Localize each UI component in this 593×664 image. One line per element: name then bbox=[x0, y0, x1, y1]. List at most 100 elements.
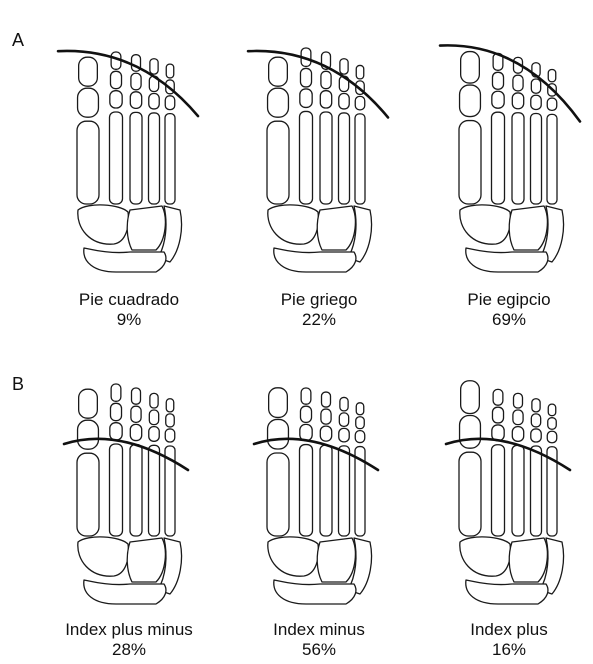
caption-name: Pie egipcio bbox=[424, 290, 593, 310]
phalanx-2-3 bbox=[301, 388, 311, 404]
phalanx-2-2 bbox=[110, 403, 121, 420]
phalanx-4-2 bbox=[531, 414, 540, 427]
metatarsal-4 bbox=[149, 113, 160, 204]
metatarsal-4 bbox=[149, 445, 160, 536]
metatarsal-5 bbox=[355, 114, 365, 204]
phalanx-2-1 bbox=[110, 91, 122, 108]
phalanx-3-1 bbox=[512, 427, 523, 442]
phalanx-1-2 bbox=[461, 381, 480, 414]
cuneiform-bones bbox=[509, 538, 547, 582]
phalanx-3-3 bbox=[322, 392, 331, 407]
metatarsal-4 bbox=[531, 113, 542, 204]
phalanx-3-1 bbox=[130, 424, 141, 440]
phalanx-1-1 bbox=[268, 419, 289, 449]
metatarsal-1 bbox=[459, 452, 481, 536]
caption-pie-cuadrado: Pie cuadrado 9% bbox=[44, 290, 214, 330]
foot-diagram-index-minus bbox=[260, 346, 380, 606]
navicular-bone bbox=[460, 537, 511, 576]
phalanx-5-1 bbox=[165, 429, 175, 442]
metatarsal-1 bbox=[459, 121, 481, 204]
caption-percent: 9% bbox=[44, 310, 214, 330]
phalanx-2-3 bbox=[111, 384, 121, 401]
phalanx-5-1 bbox=[547, 98, 557, 110]
navicular-bone bbox=[268, 537, 319, 576]
phalanx-3-2 bbox=[131, 406, 141, 422]
caption-name: Pie cuadrado bbox=[44, 290, 214, 310]
phalanx-4-2 bbox=[149, 410, 158, 425]
metatarsal-2 bbox=[110, 112, 123, 204]
phalanx-4-3 bbox=[150, 393, 158, 408]
phalanx-1-1 bbox=[268, 88, 289, 117]
metatarsal-2 bbox=[492, 112, 505, 204]
cuneiform-bones bbox=[509, 206, 547, 250]
navicular-bone bbox=[460, 205, 511, 244]
caption-index-plus-minus: Index plus minus 28% bbox=[44, 620, 214, 660]
foot-diagram-index-plus bbox=[452, 346, 572, 606]
metatarsal-2 bbox=[110, 444, 123, 536]
metatarsal-5 bbox=[547, 114, 557, 204]
phalanx-2-1 bbox=[300, 89, 312, 107]
phalanx-2-1 bbox=[492, 91, 504, 108]
phalanx-5-3 bbox=[166, 64, 174, 78]
phalanx-4-3 bbox=[340, 59, 348, 74]
phalanx-4-1 bbox=[339, 94, 349, 109]
foot-skeleton bbox=[260, 346, 380, 606]
metatarsal-2 bbox=[492, 445, 505, 536]
phalanx-1-2 bbox=[79, 57, 98, 86]
panel-label-a: A bbox=[12, 30, 24, 51]
metatarsal-2 bbox=[300, 445, 313, 536]
caption-name: Pie griego bbox=[234, 290, 404, 310]
foot-diagram-pie-griego bbox=[260, 14, 380, 274]
phalanx-2-2 bbox=[492, 407, 503, 423]
phalanx-2-2 bbox=[110, 71, 121, 88]
foot-skeleton bbox=[70, 14, 190, 274]
metatarsal-3 bbox=[512, 445, 524, 536]
phalanx-4-3 bbox=[150, 59, 158, 74]
phalanx-5-1 bbox=[165, 96, 175, 110]
phalanx-2-2 bbox=[300, 406, 311, 422]
hindfoot-bone bbox=[274, 248, 356, 272]
phalanx-3-2 bbox=[513, 410, 523, 425]
caption-index-plus: Index plus 16% bbox=[424, 620, 593, 660]
phalanx-1-1 bbox=[460, 415, 481, 448]
metatarsal-3 bbox=[130, 112, 142, 204]
phalanx-3-2 bbox=[321, 71, 331, 88]
navicular-bone bbox=[78, 537, 129, 576]
navicular-bone bbox=[268, 205, 319, 244]
phalanx-3-1 bbox=[512, 93, 523, 109]
phalanx-3-1 bbox=[320, 426, 331, 441]
metatarsal-1 bbox=[267, 453, 289, 536]
metatarsal-5 bbox=[165, 114, 175, 204]
metatarsal-4 bbox=[531, 446, 542, 536]
cuneiform-bones bbox=[127, 538, 165, 582]
phalanx-4-1 bbox=[149, 427, 159, 442]
foot-skeleton bbox=[452, 346, 572, 606]
foot-diagram-pie-cuadrado bbox=[70, 14, 190, 274]
metatarsal-4 bbox=[339, 446, 350, 536]
metatarsal-1 bbox=[77, 453, 99, 536]
phalanx-5-1 bbox=[355, 431, 365, 443]
phalanx-4-1 bbox=[149, 94, 159, 109]
hindfoot-bone bbox=[466, 248, 548, 272]
phalanx-3-3 bbox=[514, 393, 523, 408]
phalanx-4-1 bbox=[531, 95, 541, 109]
caption-name: Index minus bbox=[234, 620, 404, 640]
phalanx-1-2 bbox=[269, 57, 288, 86]
foot-skeleton bbox=[260, 14, 380, 274]
phalanx-5-3 bbox=[356, 403, 364, 415]
metatarsal-3 bbox=[512, 113, 524, 204]
hindfoot-bone bbox=[274, 580, 356, 604]
phalanx-2-1 bbox=[110, 423, 122, 440]
metatarsal-4 bbox=[339, 113, 350, 204]
caption-pie-egipcio: Pie egipcio 69% bbox=[424, 290, 593, 330]
phalanx-5-3 bbox=[548, 404, 556, 416]
phalanx-1-2 bbox=[79, 389, 98, 418]
phalanx-3-1 bbox=[130, 92, 141, 109]
phalanx-4-3 bbox=[340, 397, 348, 410]
phalanx-2-1 bbox=[300, 424, 312, 440]
phalanx-4-1 bbox=[531, 429, 541, 442]
metatarsal-3 bbox=[130, 445, 142, 536]
caption-percent: 69% bbox=[424, 310, 593, 330]
metatarsal-2 bbox=[300, 111, 313, 204]
foot-skeleton bbox=[70, 346, 190, 606]
